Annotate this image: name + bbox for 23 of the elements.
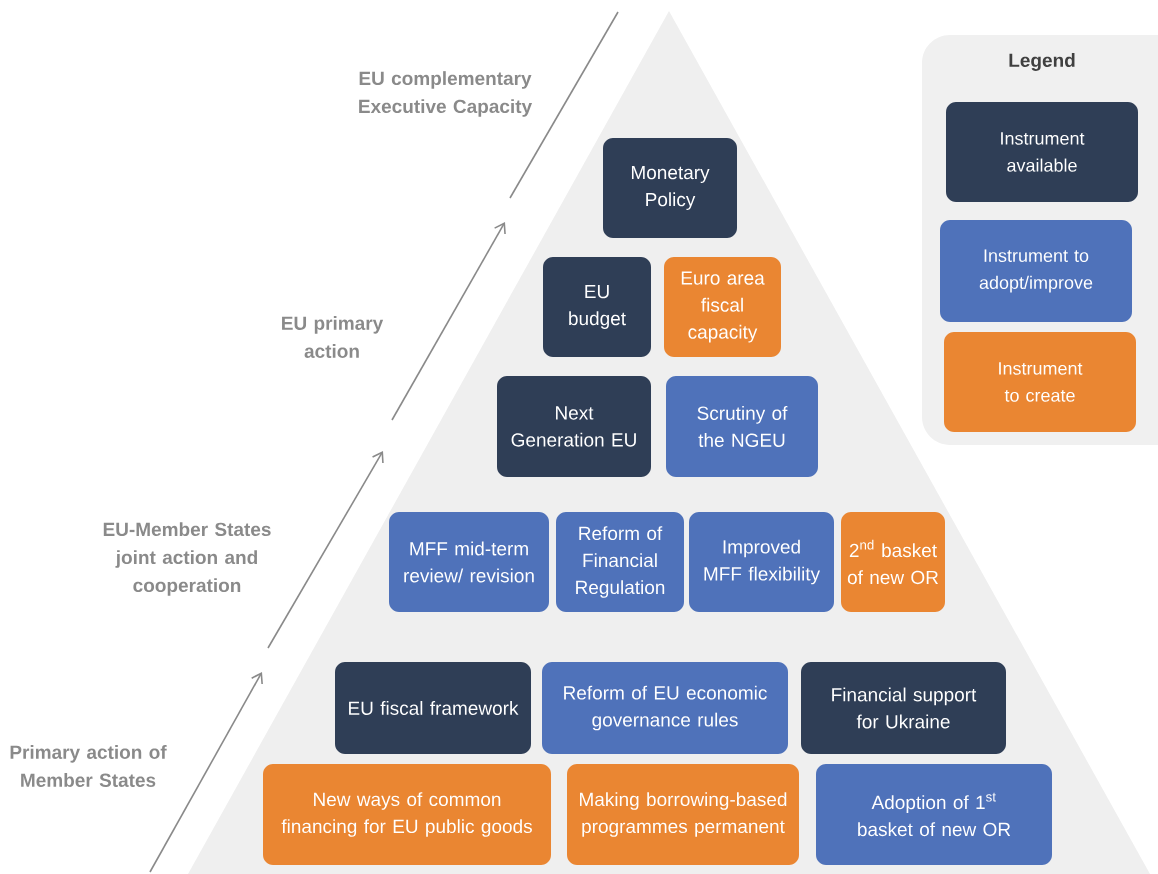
level-label: EU complementary Executive Capacity (359, 71, 532, 117)
legend-key: Instrument available (946, 102, 1138, 202)
instrument-box: MFF mid-term review/ revision (389, 512, 549, 612)
legend-title: Legend (1009, 53, 1075, 71)
instrument-box: Next Generation EU (497, 376, 651, 477)
legend-key: Instrument to adopt/improve (940, 220, 1132, 322)
instrument-box: Improved MFF flexibility (689, 512, 834, 612)
instrument-box: Adoption of 1$^{st}$ basket of new OR (816, 764, 1052, 865)
level-label: Primary action of Member States (10, 745, 167, 787)
instrument-box: EU budget (543, 257, 651, 357)
legend-key: Instrument to create (944, 332, 1136, 432)
instrument-box: Reform of EU economic governance rules (542, 662, 788, 754)
instrument-box: EU fiscal framework (335, 662, 531, 754)
instrument-box: Scrutiny of the NGEU (666, 376, 818, 477)
instrument-box: Financial support for Ukraine (801, 662, 1006, 754)
instrument-box: New ways of common financing for EU public goods (263, 764, 551, 865)
instrument-box: Euro area fiscal capacity (664, 257, 781, 357)
instrument-box: 2$^{nd}$ basket of new OR (841, 512, 945, 612)
level-label: EU primary action (282, 316, 384, 358)
instrument-box: Monetary Policy (603, 138, 737, 238)
level-label: EU-Member States joint action and cooperation (103, 522, 271, 596)
instrument-box: Making borrowing-based programmes permanent (567, 764, 799, 865)
instrument-box: Reform of Financial Regulation (556, 512, 684, 612)
